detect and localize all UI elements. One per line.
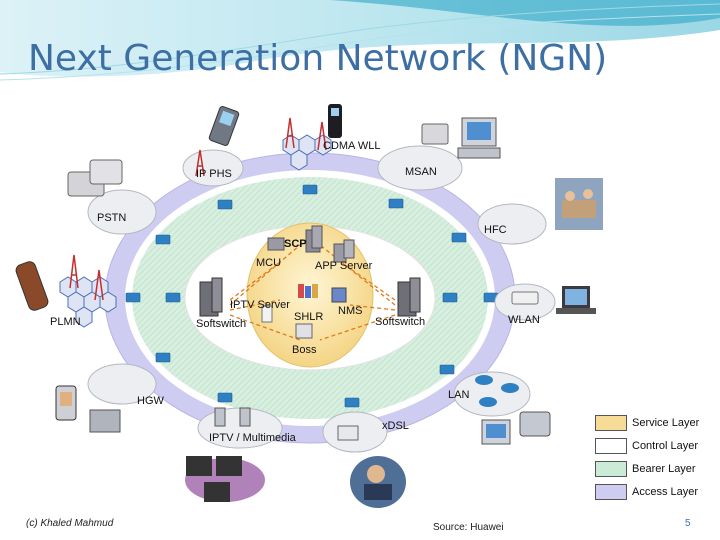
legend-swatch — [595, 414, 627, 431]
label-boss: Boss — [292, 344, 317, 356]
pstn-cloud — [87, 189, 157, 235]
cordless-phone-icon — [328, 104, 342, 138]
mobile-phone-icon — [208, 106, 240, 146]
label-wlan: WLAN — [508, 314, 540, 326]
wlan-router-icon — [511, 291, 539, 305]
desk-phone-icon — [421, 123, 449, 145]
label-mcu: MCU — [256, 257, 281, 269]
iptv-servers-icon — [214, 407, 251, 427]
pda-phone-icon — [55, 385, 77, 421]
tv-multimedia-icon — [185, 456, 265, 502]
label-nms: NMS — [338, 305, 362, 317]
legend-item-bearer: Bearer Layer — [595, 457, 705, 480]
legend-swatch — [595, 483, 627, 500]
msan-cloud — [377, 145, 463, 191]
header-swoosh — [0, 0, 720, 81]
label-cdma-wll: CDMA WLL — [323, 140, 380, 152]
label-shlr: SHLR — [294, 311, 323, 323]
app-server-icon — [333, 239, 355, 263]
boss-server-icon — [295, 323, 313, 339]
legend-item-control: Control Layer — [595, 434, 705, 457]
scp-server-icon — [305, 225, 323, 253]
label-ip-phs: IP PHS — [196, 168, 232, 180]
softswitch-right-icon — [397, 277, 421, 317]
label-xdsl: xDSL — [382, 420, 409, 432]
softswitch-left-icon — [199, 277, 223, 317]
slide-title: Next Generation Network (NGN) — [28, 38, 608, 79]
label-softswitch-left: Softswitch — [196, 318, 246, 330]
hfc-cloud — [477, 203, 547, 245]
legend-label: Control Layer — [632, 439, 699, 452]
footer-source: Source: Huawei — [433, 522, 504, 533]
nms-server-icon — [331, 287, 347, 303]
label-plmn: PLMN — [50, 316, 81, 328]
ip-phone-icon — [519, 411, 551, 437]
pstn-phone-icon — [67, 159, 123, 197]
label-iptv-multimedia: IPTV / Multimedia — [209, 432, 297, 444]
label-scp: SCP — [284, 238, 307, 250]
legend-label: Service Layer — [632, 416, 700, 429]
layer-legend: Service Layer Control Layer Bearer Layer… — [595, 411, 705, 503]
legend-swatch — [595, 460, 627, 477]
legend-label: Bearer Layer — [632, 462, 696, 475]
label-softswitch-right: Softswitch — [375, 316, 425, 328]
legend-item-access: Access Layer — [595, 480, 705, 503]
lan-router-icon — [475, 375, 519, 407]
legend-item-service: Service Layer — [595, 411, 705, 434]
bearer-switch-icons — [125, 184, 499, 408]
mcu-server-icon — [267, 237, 285, 251]
notebook-pc-icon — [89, 409, 121, 433]
label-pstn: PSTN — [97, 212, 126, 224]
label-hfc: HFC — [484, 224, 507, 236]
lan-pc-icon — [481, 419, 511, 445]
lan-cloud — [453, 371, 531, 417]
label-hgw: HGW — [137, 395, 165, 407]
page-number: 5 — [685, 518, 691, 529]
label-lan: LAN — [448, 389, 469, 401]
shlr-server-icon — [261, 305, 273, 323]
legend-label: Access Layer — [632, 485, 699, 498]
desktop-pc-icon — [457, 117, 501, 159]
laptop-icon — [556, 286, 596, 314]
video-conference-photo — [555, 178, 603, 230]
user-photo-icon — [350, 456, 406, 508]
iptv-server-icon — [298, 284, 318, 298]
plmn-hex-cells — [59, 276, 117, 328]
footer-author: (c) Khaled Mahmud — [26, 518, 114, 529]
hgw-cloud — [87, 363, 157, 405]
xdsl-modem-icon — [337, 425, 359, 441]
label-app-server: APP Server — [315, 260, 373, 272]
cdma-hex-cells — [282, 134, 332, 171]
antenna-tower-icons — [69, 117, 327, 301]
label-iptv-server: IPTV Server — [230, 299, 290, 311]
mobile-handset-icon — [15, 261, 49, 311]
label-msan: MSAN — [405, 166, 437, 178]
legend-swatch — [595, 437, 627, 454]
